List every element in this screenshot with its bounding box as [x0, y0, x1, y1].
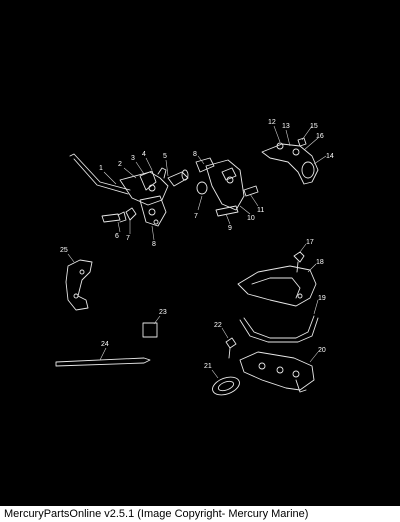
callout-23: 23	[159, 309, 167, 316]
callout-19: 19	[318, 295, 326, 302]
part-shift-lever-assembly	[195, 157, 259, 217]
part-square-pad	[142, 322, 158, 338]
callout-24: 24	[101, 341, 109, 348]
part-cable-tie	[55, 357, 151, 367]
callout-1: 1	[99, 165, 103, 172]
callout-20: 20	[318, 347, 326, 354]
callout-7: 7	[126, 235, 130, 242]
callout-labels: 1 2 3 4 5 6 7 8 8 7 9 10 11 12 13 15 16 …	[60, 119, 334, 370]
callout-21: 21	[204, 363, 212, 370]
parts-diagram: 1 2 3 4 5 6 7 8 8 7 9 10 11 12 13 15 16 …	[55, 119, 334, 396]
part-bolt-washer-link	[101, 195, 167, 227]
copyright-text: MercuryPartsOnline v2.5.1 (Image Copyrig…	[4, 508, 309, 520]
callout-10: 10	[247, 215, 255, 222]
leader-lines	[67, 125, 327, 379]
callout-25: 25	[60, 247, 68, 254]
callout-2: 2	[118, 161, 122, 168]
callout-17: 17	[306, 239, 314, 246]
callout-3: 3	[131, 155, 135, 162]
callout-18: 18	[316, 259, 324, 266]
callout-5: 5	[163, 153, 167, 160]
part-screw-small	[225, 337, 237, 359]
part-base-plate	[239, 351, 315, 393]
callout-15: 15	[310, 123, 318, 130]
part-cover	[237, 265, 317, 307]
part-strap	[239, 315, 319, 343]
callout-8: 8	[152, 241, 156, 248]
callout-8-center: 8	[193, 151, 197, 158]
callout-6: 6	[115, 233, 119, 240]
callout-4: 4	[142, 151, 146, 158]
callout-22: 22	[214, 322, 222, 329]
part-bracket	[65, 259, 93, 311]
callout-7-center: 7	[194, 213, 198, 220]
callout-11: 11	[257, 207, 264, 214]
part-throttle-lever-assembly	[119, 167, 189, 206]
part-shift-link-cam	[261, 137, 319, 185]
callout-13: 13	[282, 123, 290, 130]
copyright-footer: MercuryPartsOnline v2.5.1 (Image Copyrig…	[0, 506, 400, 522]
callout-16: 16	[316, 133, 324, 140]
callout-14: 14	[326, 153, 334, 160]
part-throttle-rod	[69, 153, 131, 195]
callout-9: 9	[228, 225, 232, 232]
callout-12: 12	[268, 119, 276, 126]
part-grommet	[212, 376, 240, 396]
part-screw	[293, 251, 305, 273]
